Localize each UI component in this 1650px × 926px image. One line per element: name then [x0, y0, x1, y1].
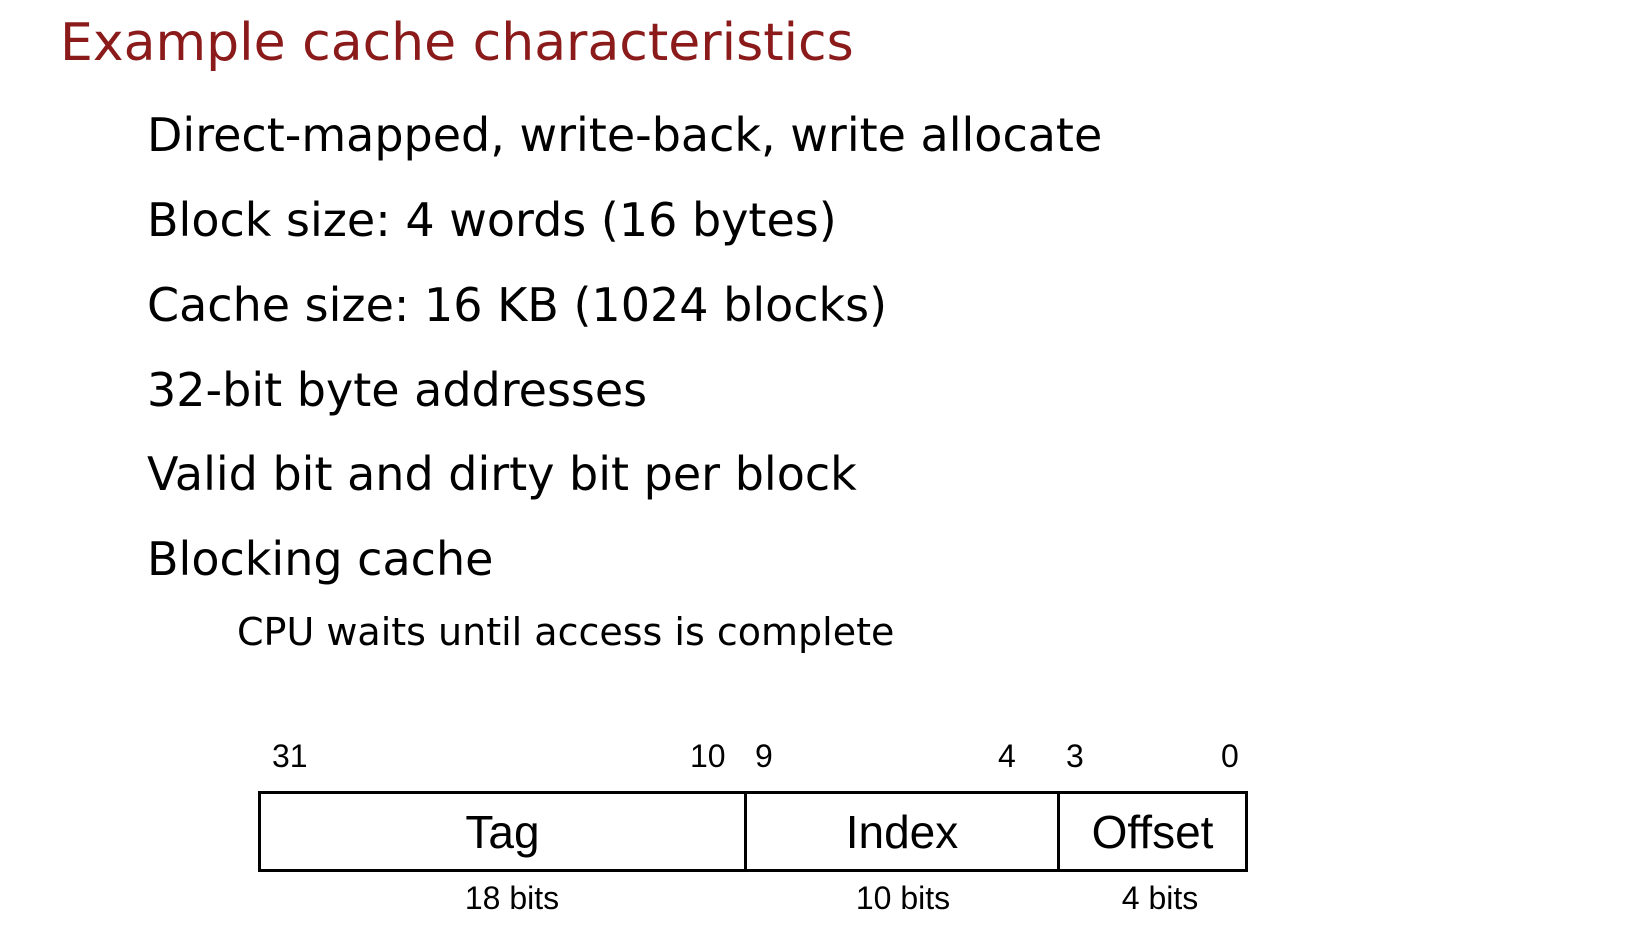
bullet-item: Valid bit and dirty bit per block: [147, 447, 857, 501]
bit-position-label: 0: [1221, 738, 1239, 774]
offset-field: Offset: [1057, 794, 1245, 869]
bit-position-label: 4: [998, 738, 1016, 774]
bit-position-label: 10: [690, 738, 726, 774]
index-field: Index: [744, 794, 1057, 869]
bullet-item: 32-bit byte addresses: [147, 363, 648, 417]
index-width-label: 10 bits: [855, 880, 951, 916]
bullet-item: Direct-mapped, write-back, write allocat…: [147, 108, 1103, 162]
tag-width-label: 18 bits: [464, 880, 560, 916]
bit-position-label: 3: [1066, 738, 1084, 774]
bit-position-label: 9: [755, 738, 773, 774]
tag-field: Tag: [465, 805, 540, 858]
slide-title: Example cache characteristics: [60, 13, 854, 73]
address-field-box: Tag Index Offset: [258, 791, 1248, 872]
bit-position-label: 31: [272, 738, 308, 774]
bullet-item: Block size: 4 words (16 bytes): [147, 193, 837, 247]
sub-bullet-item: CPU waits until access is complete: [237, 610, 895, 654]
offset-width-label: 4 bits: [1121, 880, 1199, 916]
bullet-item: Cache size: 16 KB (1024 blocks): [147, 278, 888, 332]
bullet-item: Blocking cache: [147, 532, 494, 586]
